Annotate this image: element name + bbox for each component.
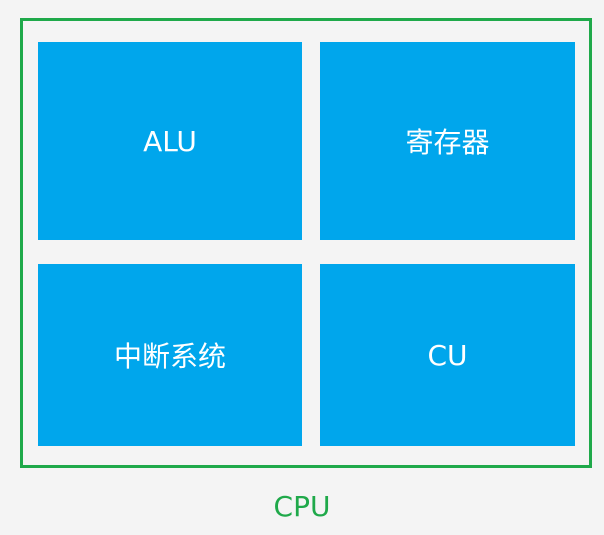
block-alu-label: ALU [143, 124, 197, 158]
block-interrupt-system-label: 中断系统 [113, 340, 226, 373]
block-registers-label: 寄存器 [405, 126, 490, 159]
cpu-label: CPU [273, 490, 331, 523]
block-cu: CU [320, 264, 575, 446]
block-interrupt-system: 中断系统 [38, 264, 302, 446]
block-alu: ALU [38, 42, 302, 240]
block-cu-label: CU [427, 338, 468, 372]
block-registers: 寄存器 [320, 42, 575, 240]
cpu-container-border [20, 18, 592, 468]
